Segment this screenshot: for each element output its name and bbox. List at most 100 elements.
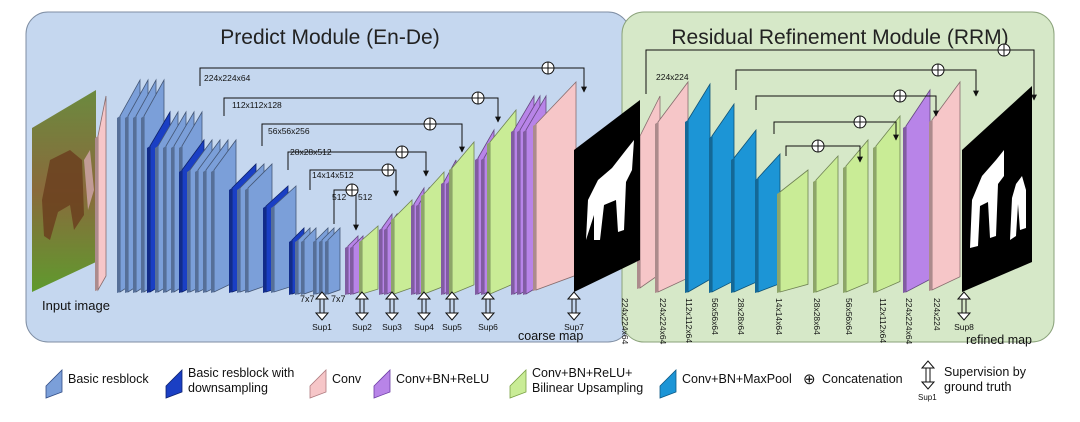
rrm-dim-label-3: 112x112x64 [684,298,694,343]
rrm-bridge [779,169,809,293]
bridge-block-b-2-edge [319,240,322,295]
dec4-conv-2-edge [416,204,419,295]
supervision-label-8: Sup8 [954,322,974,332]
legend-swatch-conv-bn-relu [373,369,391,399]
encoder-dim-label-6: 512 [332,192,346,202]
rrm-dec-4-edge [903,126,906,293]
legend: Basic resblock Basic resblock with downs… [45,360,1027,402]
bridge-block-b-3 [327,227,341,295]
rrm-dim-label-9: 112x112x64 [878,298,888,343]
rrm-dim-label-10: 224x224x64 [904,298,914,345]
supervision-arrow-4 [416,291,432,321]
supervision-label-3: Sup3 [382,322,402,332]
skip-1 [199,61,587,93]
supervision-arrow-8 [956,291,972,321]
rrm-enc-4-edge [755,178,758,293]
dec6-conv-1-edge [345,246,348,295]
rrm-dim-label-11: 224x224 [932,298,942,331]
supervision-label-7: Sup7 [564,322,584,332]
rrm-out-conv-edge [929,120,932,291]
enc2-block-2-edge [155,146,158,293]
dec3-up [451,140,475,295]
rrm-skip-1 [735,63,979,97]
dec2-up-edge [487,142,490,295]
enc1-block-3-edge [133,116,136,293]
dec2-conv-2-edge [481,158,484,295]
rrm-dec-1-edge [813,180,816,293]
dec1-conv-2-edge [517,130,520,295]
legend-swatch-conv [309,369,327,399]
legend-basic-resblock: Basic resblock [68,372,149,386]
encoder-dim-label-2: 112x112x128 [232,100,282,110]
enc3-block-2-edge [187,170,190,293]
supervision-arrow-1 [314,291,330,321]
rrm-enc-2 [711,102,735,293]
dec5-conv-2-edge [384,228,387,295]
skip-5 [309,163,399,197]
skip-4 [287,145,429,177]
rrm-enc-2-edge [709,136,712,293]
enc5-block-1-edge [263,206,266,293]
dec2-conv-1-edge [475,158,478,295]
enc2-block-4-edge [171,146,174,293]
legend-swatch-basic-resblock [45,369,63,399]
supervision-label-2: Sup2 [352,322,372,332]
rrm-conv-2-edge [655,122,658,293]
input-image [32,90,96,292]
supervision-label-6: Sup6 [478,322,498,332]
dec4-up-edge [421,194,424,295]
enc4-block-2-edge [237,188,240,293]
rrm-enc-1-edge [685,120,688,293]
bridge-block-b-3-edge [325,240,328,295]
rrm-skip-2 [755,89,939,117]
supervision-arrow-6 [480,291,496,321]
enc2-block-1-edge [147,146,150,293]
dec3-up-edge [449,168,452,295]
legend-maxpool: Conv+BN+MaxPool [682,372,792,386]
rrm-dec-3 [875,114,901,293]
legend-swatch-maxpool [659,369,677,399]
legend-resblock-down-line2: downsampling [188,381,268,395]
dec5-conv-1-edge [379,228,382,295]
rrm-dim-label-2: 224x224x64 [658,298,668,345]
rrm-enc-3 [733,128,757,293]
refined-map-image [962,86,1032,292]
skip-3 [261,117,465,153]
rrm-dim-label-4: 56x56x64 [710,298,720,335]
rrm-bridge-edge [777,192,780,293]
enc4-block-3-edge [245,188,248,293]
rrm-dim-label-1: 224x224x64 [620,298,630,345]
predict-input-conv-edge [95,136,98,291]
kernel-label-1: 7x7 [300,294,315,304]
rrm-enc-4 [757,152,781,293]
legend-conv: Conv [332,372,362,386]
legend-supervision-line1: Supervision by [944,365,1027,379]
dec3-conv-1-edge [441,182,444,295]
legend-resblock-down-line1: Basic resblock with [188,366,294,380]
supervision-label-4: Sup4 [414,322,434,332]
rrm-dim-label-6: 14x14x64 [774,298,784,335]
rrm-module-title: Residual Refinement Module (RRM) [671,26,1008,49]
legend-swatch-resblock-down [165,369,183,399]
bridge-block-b-1-edge [313,240,316,295]
enc1-block-1-edge [117,116,120,293]
legend-upsample-line1: Conv+BN+ReLU+ [532,366,632,380]
enc1-block-4-edge [141,116,144,293]
rrm-enc-3-edge [731,158,734,293]
dec1-conv-1-edge [511,130,514,295]
legend-conv-bn-relu: Conv+BN+ReLU [396,372,489,386]
dec5-up-edge [391,218,394,295]
skip-6 [333,183,359,231]
dec1-out-conv-edge [533,124,536,291]
coarse-map-label: coarse map [518,329,583,343]
enc5-block-2-edge [271,206,274,293]
supervision-arrow-2 [354,291,370,321]
legend-swatch-upsample [509,369,527,399]
supervision-arrow-7 [566,291,582,321]
bridge-block-2-edge [295,240,298,295]
enc3-block-4-edge [203,170,206,293]
encoder-dim-label-7: 512 [358,192,372,202]
enc2-block-3-edge [163,146,166,293]
encoder-dim-label-1: 224x224x64 [204,73,251,83]
